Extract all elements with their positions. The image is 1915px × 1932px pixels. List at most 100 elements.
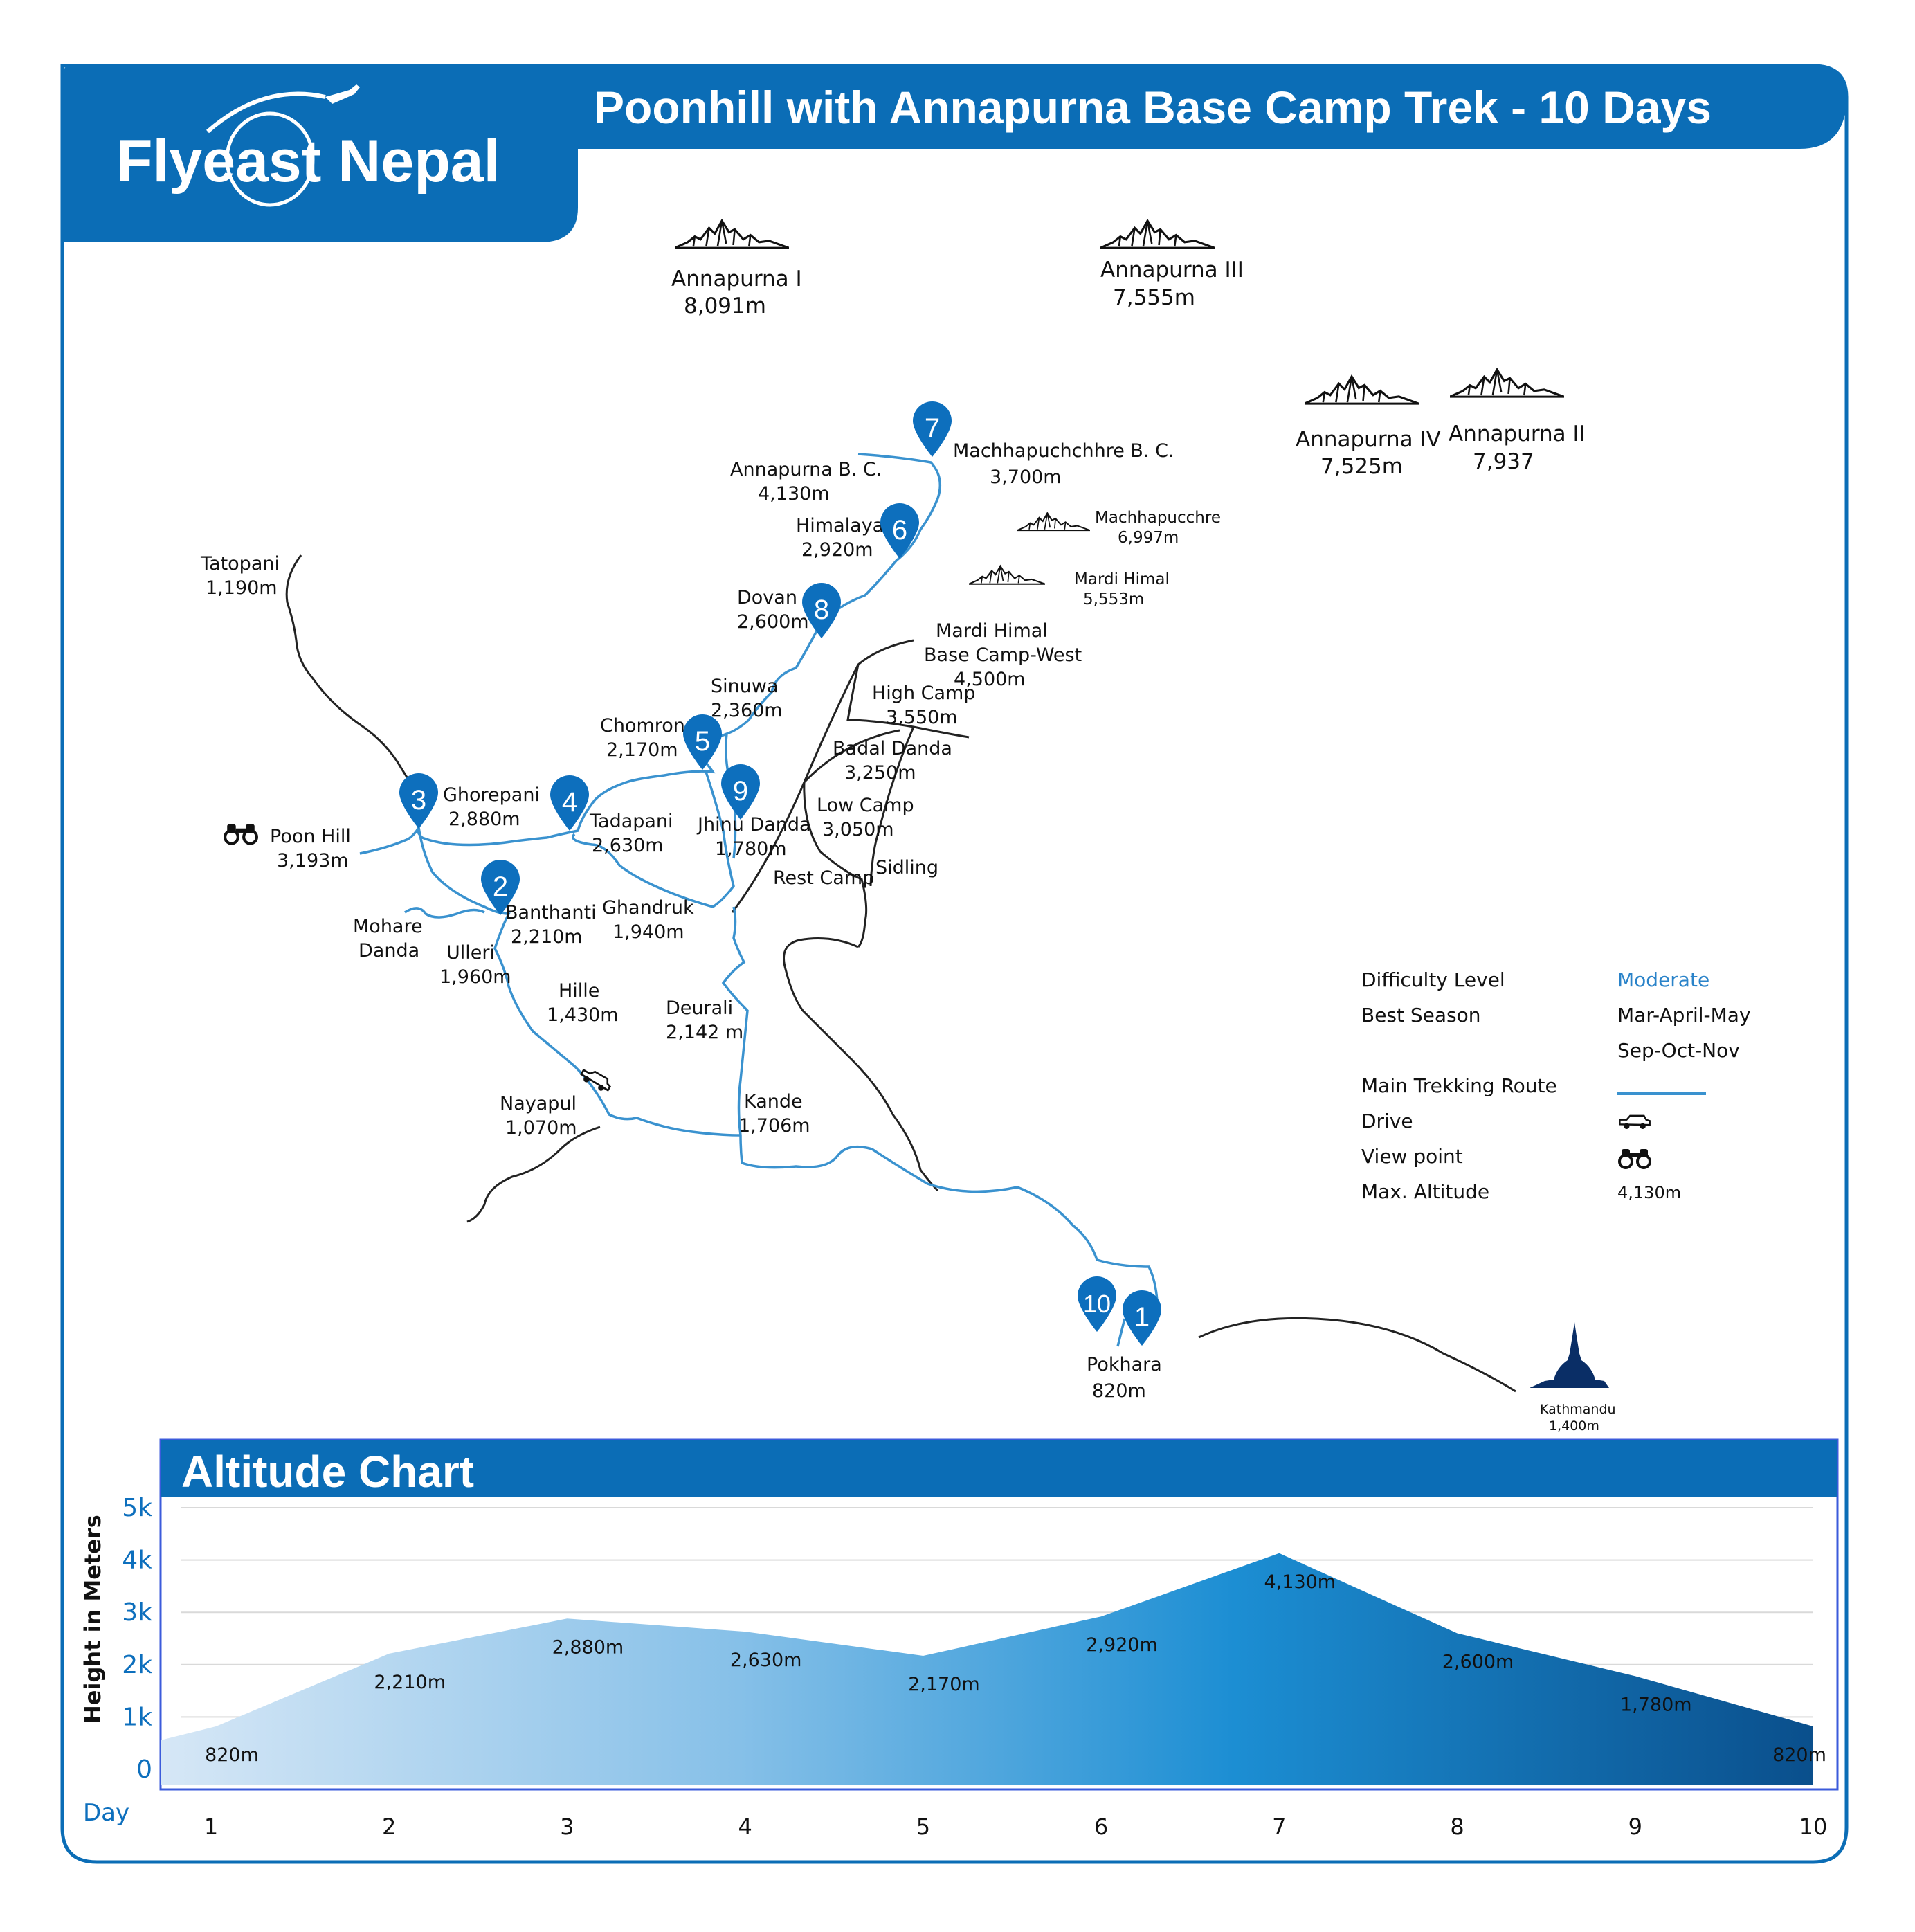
globe-icon [225, 111, 315, 207]
place-tadapani-alt: 2,630m [592, 835, 664, 856]
place-dovan: Dovan [737, 587, 797, 608]
peak-name: Mardi Himal [1074, 570, 1170, 588]
peak-name: Annapurna IV [1296, 427, 1441, 452]
marker-number: 8 [814, 595, 829, 625]
x-tick-label: 10 [1799, 1814, 1828, 1840]
route-chomrong-ghandruk [572, 771, 735, 908]
data-label: 2,600m [1442, 1651, 1514, 1672]
place-badal-danda-alt: 3,250m [844, 762, 916, 784]
place-low-camp: Low Camp [817, 795, 914, 816]
place-high-camp: High Camp [872, 683, 975, 704]
data-label: 2,210m [374, 1672, 446, 1693]
route-mohare [404, 907, 485, 919]
peak-annapurna-4: Annapurna IV 7,525m [1296, 375, 1441, 479]
mardi-branch-2 [803, 729, 900, 784]
data-label: 2,630m [730, 1650, 802, 1671]
place-ulleri-alt: 1,960m [439, 966, 511, 988]
peak-altitude: 7,555m [1113, 285, 1195, 310]
peak-altitude: 5,553m [1083, 590, 1144, 608]
marker-number: 7 [925, 413, 940, 444]
marker-day-7: 7 [913, 401, 952, 457]
route-jhinu [721, 906, 749, 1136]
place-mardi-bc-sub: Base Camp-West [924, 644, 1082, 666]
day-markers: 7 6 8 5 9 3 4 2 [399, 401, 1161, 1346]
peak-machhapucchre: Machhapucchre 6,997m [1017, 509, 1221, 547]
marker-number: 2 [493, 872, 508, 902]
place-low-camp-alt: 3,050m [822, 819, 894, 840]
legend-jeep-icon [1618, 1114, 1651, 1130]
place-abc: Annapurna B. C. [730, 459, 882, 480]
peak-altitude: 8,091m [684, 294, 766, 318]
binoculars-icon [225, 824, 257, 843]
place-ghandruk-alt: 1,940m [612, 921, 684, 943]
chart-data-labels: 820m2,210m2,880m2,630m2,170m2,920m4,130m… [205, 1571, 1826, 1766]
place-ghorepani: Ghorepani [443, 784, 540, 806]
legend-binoculars-icon [1619, 1149, 1650, 1168]
marker-day-3: 3 [399, 773, 438, 829]
route-poonhill [359, 827, 420, 855]
place-badal-danda: Badal Danda [833, 738, 952, 759]
legend-difficulty-value: Moderate [1617, 968, 1709, 991]
legend-alt-label: Max. Altitude [1361, 1180, 1489, 1203]
y-tick-label: 4k [122, 1546, 152, 1575]
place-tatopani: Tatopani [200, 553, 280, 575]
place-banthanti-alt: 2,210m [511, 926, 583, 948]
place-sinuwa-alt: 2,360m [711, 700, 783, 721]
x-tick-label: 6 [1094, 1814, 1108, 1840]
peak-annapurna-3: Annapurna III 7,555m [1100, 219, 1244, 310]
place-ghandruk: Ghandruk [602, 897, 694, 919]
place-himalaya: Himalaya [796, 515, 884, 536]
place-ghorepani-alt: 2,880m [448, 809, 520, 830]
place-ulleri: Ulleri [446, 942, 495, 964]
place-abc-alt: 4,130m [758, 483, 830, 505]
place-jhinu-danda-alt: 1,780m [715, 838, 787, 860]
chart-x-axis-label: Day [83, 1799, 129, 1827]
page-frame [60, 64, 1849, 1864]
peak-name: Annapurna I [671, 267, 802, 291]
peak-altitude: 6,997m [1118, 529, 1179, 547]
mountain-icon [1450, 368, 1564, 398]
place-mohare-danda: Danda [359, 940, 419, 962]
peak-name: Machhapucchre [1095, 509, 1221, 527]
marker-day-5: 5 [683, 714, 722, 770]
plane-icon [325, 84, 360, 104]
rest-camp-trail [783, 937, 939, 1192]
x-tick-label: 3 [560, 1814, 574, 1840]
mountain-icon [969, 565, 1045, 585]
route-pokhara-end [1116, 1318, 1126, 1347]
place-himalaya-alt: 2,920m [801, 539, 873, 561]
peak-altitude: 7,937 [1473, 449, 1534, 474]
x-tick-label: 7 [1272, 1814, 1286, 1840]
marker-day-6: 6 [880, 503, 919, 559]
main-trekking-route [359, 453, 1159, 1347]
chart-y-axis-label: Height in Meters [80, 1515, 106, 1724]
place-hille-alt: 1,430m [547, 1004, 619, 1026]
data-label: 1,780m [1620, 1694, 1692, 1715]
marker-day-9: 9 [721, 764, 760, 820]
data-label: 2,920m [1086, 1634, 1158, 1656]
data-label: 4,130m [1264, 1571, 1336, 1593]
place-pokhara-alt: 820m [1092, 1380, 1146, 1402]
place-kande-alt: 1,706m [738, 1115, 810, 1137]
marker-number: 5 [695, 726, 710, 757]
side-trails [285, 554, 1516, 1393]
place-deurali-alt: 2,142 m [666, 1022, 743, 1043]
place-sidling: Sidling [875, 857, 938, 878]
place-poon-hill-alt: 3,193m [277, 850, 349, 872]
tatopani-trail [285, 554, 420, 797]
place-mardi-bc-alt: 4,500m [954, 669, 1026, 690]
mountain-icon [675, 219, 789, 249]
place-machhapuchhre-bc: Machhapuchchhre B. C. [953, 440, 1174, 462]
marker-number: 10 [1083, 1290, 1111, 1318]
place-machhapuchhre-bc-alt: 3,700m [990, 467, 1062, 488]
y-tick-label: 5k [122, 1494, 152, 1522]
route-abc [594, 453, 942, 801]
place-tatopani-alt: 1,190m [206, 577, 278, 599]
marker-number: 6 [892, 515, 907, 545]
data-label: 2,880m [552, 1636, 624, 1658]
peak-annapurna-2: Annapurna II 7,937 [1449, 368, 1586, 474]
route-to-pokhara [739, 1135, 1159, 1330]
y-tick-label: 0 [136, 1755, 152, 1784]
